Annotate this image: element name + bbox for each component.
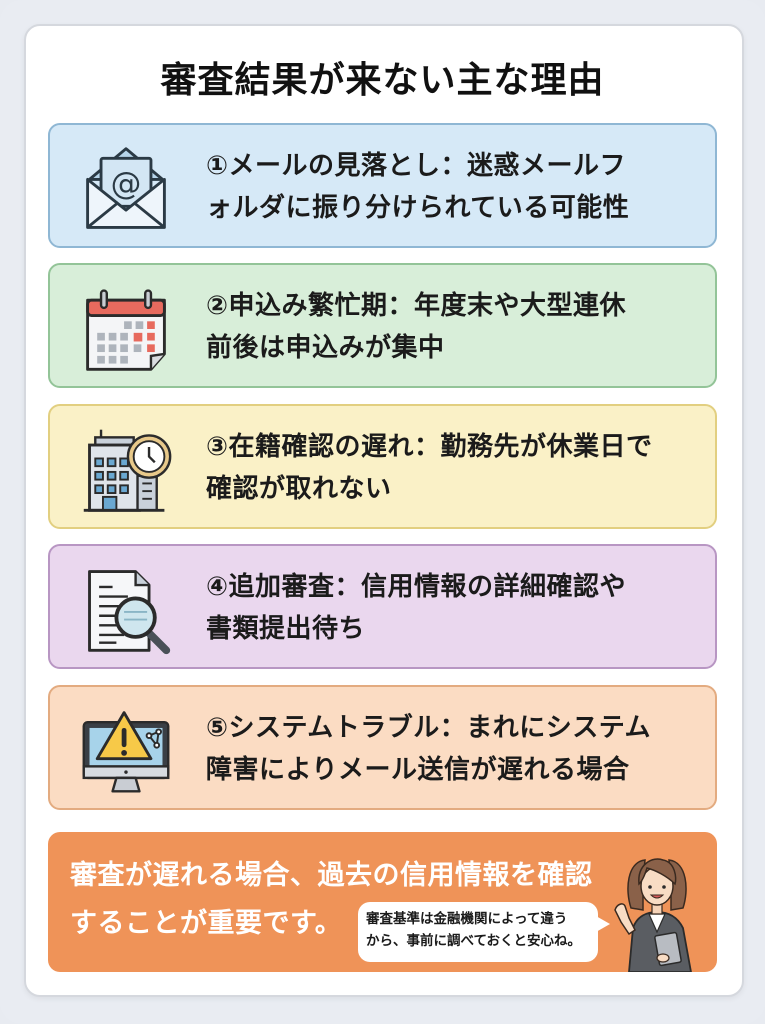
speech-bubble-line: から、事前に調べておくと安心ね。 xyxy=(366,933,582,949)
reason-item-additional-review: ④追加審査：信用情報の詳細確認や 書類提出待ち xyxy=(48,544,717,669)
summary-panel: 審査が遅れる場合、過去の信用情報を確認 することが重要です。 審査基準は金融機関… xyxy=(48,832,717,973)
document-magnifier-icon xyxy=(78,562,174,658)
speech-bubble: 審査基準は金融機関によって違う から、事前に調べておくと安心ね。 xyxy=(358,902,610,962)
page-title: 審査結果が来ない主な理由 xyxy=(160,60,605,101)
reason-text: ③在籍確認の遅れ：勤務先が休業日で 確認が取れない xyxy=(206,426,706,510)
svg-text:@: @ xyxy=(111,166,142,202)
summary-text: 審査が遅れる場合、過去の信用情報を確認 することが重要です。 xyxy=(70,852,650,948)
calendar-icon xyxy=(78,281,174,377)
reason-text-line: ォルダに振り分けられている可能性 xyxy=(206,193,630,223)
businesswoman-illustration xyxy=(607,850,707,973)
reason-text-line: 書類提出待ち xyxy=(206,614,366,644)
reason-item-busy-period: ②申込み繁忙期：年度末や大型連休 前後は申込みが集中 xyxy=(48,263,717,388)
reason-text-line: ①メールの見落とし：迷惑メールフ xyxy=(206,151,627,181)
reason-text-line: 前後は申込みが集中 xyxy=(206,333,445,363)
reason-text-line: ⑤システムトラブル：まれにシステム xyxy=(206,713,651,743)
office-building-clock-icon xyxy=(78,422,174,518)
speech-bubble-line: 審査基準は金融機関によって違う xyxy=(366,911,568,927)
summary-text-line: 審査が遅れる場合、過去の信用情報を確認 xyxy=(70,860,593,891)
monitor-warning-icon xyxy=(78,703,174,799)
reason-text-line: ④追加審査：信用情報の詳細確認や xyxy=(206,572,627,602)
reason-text-line: 障害によりメール送信が遅れる場合 xyxy=(206,755,630,785)
reason-text-line: ③在籍確認の遅れ：勤務先が休業日で xyxy=(206,432,653,462)
reason-item-email-missed: @ ①メールの見落とし：迷惑メールフ ォルダに振り分けられている可能性 xyxy=(48,123,717,248)
reason-text: ⑤システムトラブル：まれにシステム 障害によりメール送信が遅れる場合 xyxy=(206,707,706,791)
reason-text-line: ②申込み繁忙期：年度末や大型連休 xyxy=(206,291,627,321)
reason-text: ①メールの見落とし：迷惑メールフ ォルダに振り分けられている可能性 xyxy=(206,145,706,229)
reason-text: ④追加審査：信用情報の詳細確認や 書類提出待ち xyxy=(206,566,706,650)
email-envelope-icon: @ xyxy=(78,141,174,237)
reason-item-employment-check: ③在籍確認の遅れ：勤務先が休業日で 確認が取れない xyxy=(48,404,717,529)
reason-text-line: 確認が取れない xyxy=(206,474,392,504)
reason-text: ②申込み繁忙期：年度末や大型連休 前後は申込みが集中 xyxy=(206,285,706,369)
summary-text-line: することが重要です。 xyxy=(70,908,343,939)
reason-item-system-trouble: ⑤システムトラブル：まれにシステム 障害によりメール送信が遅れる場合 xyxy=(48,685,717,810)
